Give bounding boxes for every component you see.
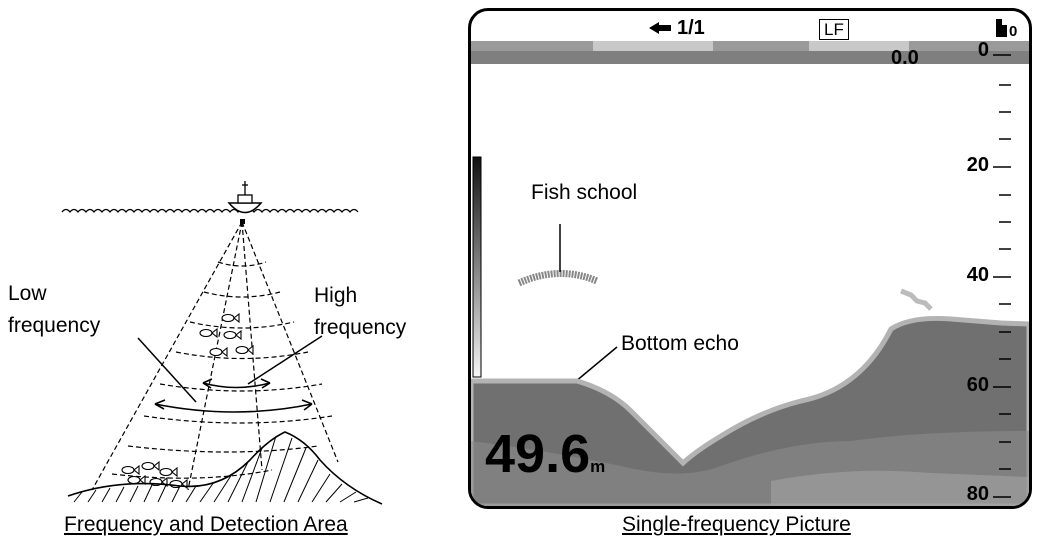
- range-indicator: 1/1: [677, 17, 705, 39]
- scale-label-0: 0: [977, 39, 989, 61]
- high-frequency-label-line2: frequency: [314, 316, 407, 339]
- color-scale-bar: [472, 156, 482, 378]
- high-frequency-beam: [187, 221, 263, 491]
- fish-school-echo: [517, 270, 599, 287]
- scatter-echo: [900, 288, 933, 311]
- sub-bottom-layer-light: [771, 470, 1029, 506]
- scale-label-60: 60: [966, 374, 989, 396]
- seabed: [67, 431, 383, 505]
- echo-sounder-screen: 1/1 LF 0 0.0 0 20 40 60 80 Fish school B…: [468, 8, 1032, 509]
- low-frequency-label-line1: Low: [8, 282, 47, 305]
- beam-diagram: [61, 181, 383, 505]
- top-right-value: 0: [1009, 23, 1018, 40]
- low-frequency-width-arrow: [154, 399, 313, 413]
- scale-label-80: 80: [966, 483, 989, 505]
- left-caption: Frequency and Detection Area: [64, 513, 348, 536]
- bottom-echo-label: Bottom echo: [621, 332, 739, 355]
- seabed-hatching: [73, 435, 369, 503]
- depth-value: 49.6: [485, 424, 591, 484]
- echogram: [471, 19, 1029, 506]
- fish-school-icon: [199, 312, 254, 358]
- high-frequency-label-line1: High: [314, 284, 358, 307]
- low-frequency-label-line2: frequency: [8, 314, 101, 337]
- scale-label-20: 20: [966, 154, 989, 176]
- shift-readout: 0.0: [891, 47, 919, 69]
- scale-label-40: 40: [966, 264, 989, 286]
- depth-unit: m: [590, 457, 606, 476]
- bottom-echo-leader: [574, 346, 618, 383]
- sea-surface-line: [61, 208, 359, 214]
- right-caption: Single-frequency Picture: [622, 513, 851, 536]
- frequency-mode-badge: LF: [819, 19, 849, 40]
- high-label-leader: [247, 335, 323, 385]
- fish-school-label: Fish school: [531, 181, 638, 204]
- depth-scale-ticks: [993, 54, 1011, 498]
- depth-readout: 49.6m: [485, 423, 605, 485]
- left-arrow-icon: [649, 22, 671, 34]
- low-frequency-beam: [91, 221, 339, 491]
- low-label-leader: [137, 337, 197, 403]
- boat-icon: [227, 181, 263, 224]
- high-frequency-width-arrow: [202, 378, 271, 389]
- shift-marker-icon: [996, 19, 1007, 37]
